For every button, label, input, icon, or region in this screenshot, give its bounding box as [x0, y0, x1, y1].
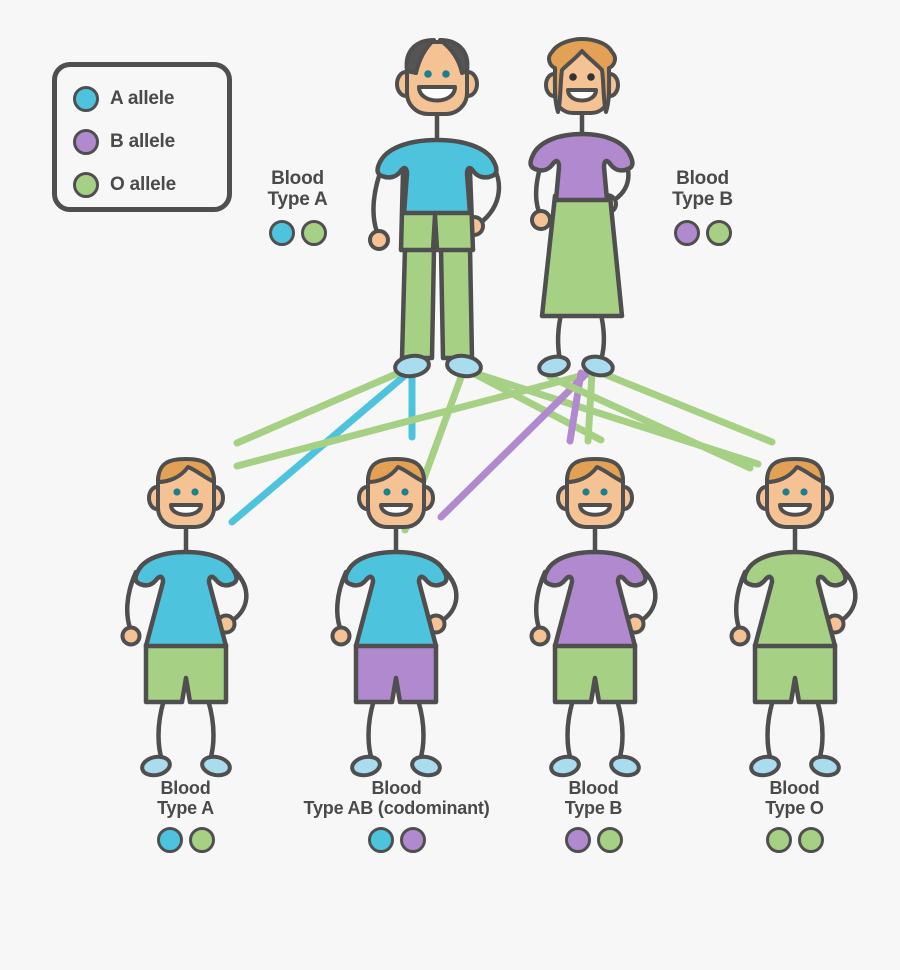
o-allele-dot-icon [596, 827, 623, 854]
mother-shoes [537, 354, 615, 378]
child-4-shoes [749, 754, 841, 778]
legend-label-b-allele: B allele [110, 130, 175, 152]
a-allele-dot-icon [367, 827, 394, 854]
child-figure-child-3 [529, 457, 658, 778]
child-2-shorts [353, 642, 439, 705]
blood-type-label-line: Type B [564, 798, 623, 819]
child-figure-child-2 [330, 457, 459, 778]
allele-pair-ab [275, 827, 518, 854]
allele-pair-o [752, 827, 837, 854]
child-figure-child-4 [729, 457, 858, 778]
blood-type-label-line: Blood [160, 778, 211, 798]
allele-pair-a [143, 827, 228, 854]
father-head [395, 38, 479, 116]
mother-shirt [528, 131, 635, 203]
b-allele-dot-icon [399, 827, 426, 854]
o-allele-dot-icon [188, 827, 215, 854]
child-1-shirt [133, 549, 239, 649]
inheritance-line-mother-to-child-4-O [600, 370, 776, 446]
blood-type-label-line: Blood [271, 168, 324, 189]
inheritance-line-father-to-child-3-O [465, 367, 605, 444]
inheritance-line-mother-to-child-3-B [566, 369, 585, 445]
father-shoes [393, 353, 483, 379]
child-4-shorts [752, 642, 838, 705]
child-2-shoes [350, 754, 442, 778]
child-4-head [756, 457, 834, 529]
parent-figure-father [368, 38, 502, 379]
blood-type-label-line: Blood [568, 778, 619, 798]
blood-type-label-line: Type A [267, 189, 328, 211]
child-1-head [147, 457, 225, 529]
mother-head [544, 37, 620, 115]
parent-figure-mother [528, 37, 635, 378]
b-allele-dot-icon [564, 827, 591, 854]
o-allele-swatch-icon [73, 171, 99, 198]
child-1-shorts [143, 642, 229, 705]
blood-type-label-line: Blood [371, 778, 422, 798]
allele-pair-b [551, 827, 636, 854]
child-3-shirt [542, 549, 648, 649]
child-3-shoes [549, 754, 641, 778]
inheritance-line-mother-to-child-3-O [584, 369, 596, 445]
b-allele-swatch-icon [73, 128, 99, 155]
blood-type-label-line: Blood [769, 778, 820, 798]
blood-type-label-line: Type O [765, 798, 824, 819]
allele-pair-b [660, 219, 745, 246]
blood-type-label-line: Type A [157, 798, 214, 819]
legend-label-a-allele: A allele [110, 87, 175, 109]
child-4-shirt [742, 549, 848, 649]
legend-label-o-allele: O allele [110, 173, 176, 195]
legend-item-o-allele: O allele [73, 163, 227, 206]
blood-type-label-line: Blood [676, 168, 729, 189]
b-allele-dot-icon [673, 219, 700, 246]
allele-pair-a [255, 219, 340, 246]
inheritance-lines-group [228, 367, 776, 534]
inheritance-line-mother-to-child-1-O [233, 369, 596, 470]
a-allele-dot-icon [156, 827, 183, 854]
legend-item-a-allele: A allele [73, 77, 227, 120]
inheritance-line-mother-to-child-4-O [546, 373, 754, 472]
child-figure-child-1 [120, 457, 249, 778]
children-figures-group [120, 457, 858, 778]
allele-legend: A allele B allele O allele [52, 62, 232, 212]
child-3-shorts [552, 642, 638, 705]
blood-type-label-line: Type AB (codominant) [303, 798, 490, 819]
child-2-head [357, 457, 435, 529]
legend-item-b-allele: B allele [73, 120, 227, 163]
inheritance-line-mother-to-child-2-B [437, 368, 592, 521]
child-3-right-arm [624, 567, 658, 635]
o-allele-dot-icon [705, 219, 732, 246]
blood-type-label-line: Type B [672, 189, 733, 211]
inheritance-line-father-to-child-1-O [233, 367, 407, 447]
mother-skirt [539, 193, 625, 319]
o-allele-dot-icon [797, 827, 824, 854]
child-3-head [556, 457, 634, 529]
o-allele-dot-icon [300, 219, 327, 246]
o-allele-dot-icon [765, 827, 792, 854]
a-allele-swatch-icon [73, 85, 99, 112]
father-shirt [375, 137, 499, 216]
child-2-shirt [343, 549, 449, 649]
a-allele-dot-icon [268, 219, 295, 246]
child-1-shoes [140, 754, 232, 778]
